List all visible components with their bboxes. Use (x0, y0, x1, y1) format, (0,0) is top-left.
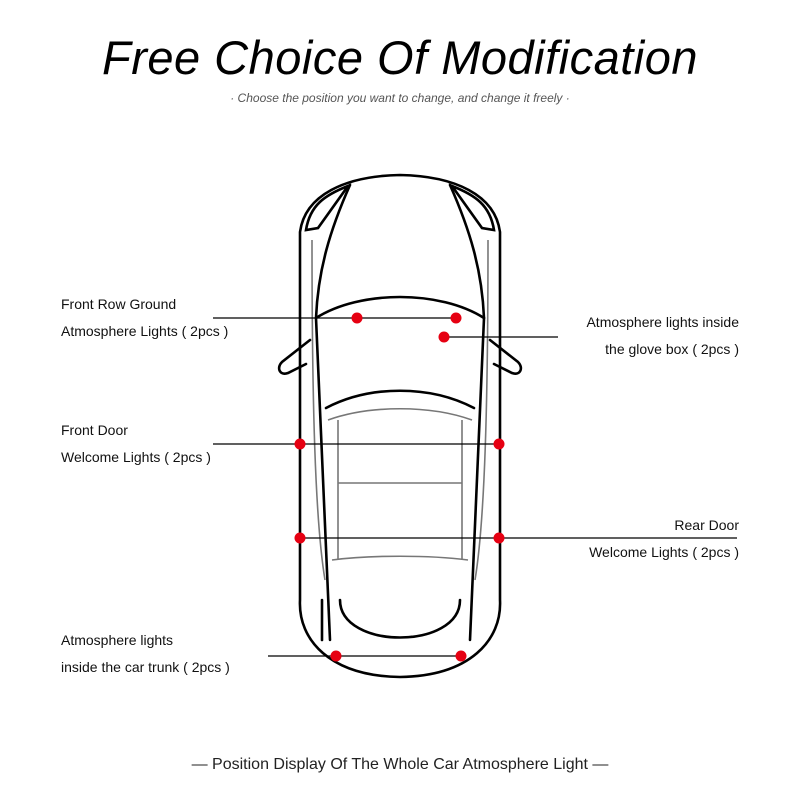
callout-trunk: Atmosphere lights inside the car trunk (… (61, 627, 230, 681)
page-subtitle: · Choose the position you want to change… (230, 91, 570, 105)
footer-caption: — Position Display Of The Whole Car Atmo… (191, 756, 609, 773)
marker-rear-door-right (493, 532, 505, 544)
callout-line2: inside the car trunk ( 2pcs ) (61, 659, 230, 675)
callout-front-row-ground: Front Row Ground Atmosphere Lights ( 2pc… (61, 291, 228, 345)
car-inner-lines (311, 239, 489, 581)
marker-rear-door-left (294, 532, 306, 544)
marker-trunk-left (330, 650, 342, 662)
callout-line2: Welcome Lights ( 2pcs ) (589, 544, 739, 560)
marker-front-door-right (493, 438, 505, 450)
callout-line1: Atmosphere lights (61, 632, 174, 648)
callout-line1: Rear Door (674, 517, 739, 533)
callout-glove-box: Atmosphere lights inside the glove box (… (586, 309, 739, 363)
page-title: Free Choice Of Modification (101, 31, 699, 84)
callout-line1: Front Door (61, 422, 128, 438)
callout-line2: Atmosphere Lights ( 2pcs ) (61, 323, 229, 339)
callout-lines (213, 317, 737, 657)
callout-line2: the glove box ( 2pcs ) (605, 341, 739, 357)
callout-line1: Atmosphere lights inside (586, 314, 739, 330)
marker-trunk-right (455, 650, 467, 662)
callout-front-door: Front Door Welcome Lights ( 2pcs ) (61, 417, 211, 471)
callout-line2: Welcome Lights ( 2pcs ) (61, 449, 211, 465)
light-markers (294, 312, 505, 662)
marker-front-row-left (351, 312, 363, 324)
marker-glove-box (438, 331, 450, 343)
callout-rear-door: Rear Door Welcome Lights ( 2pcs ) (589, 512, 739, 566)
callout-line1: Front Row Ground (61, 296, 177, 312)
marker-front-door-left (294, 438, 306, 450)
marker-front-row-right (450, 312, 462, 324)
car-outline (277, 173, 523, 679)
